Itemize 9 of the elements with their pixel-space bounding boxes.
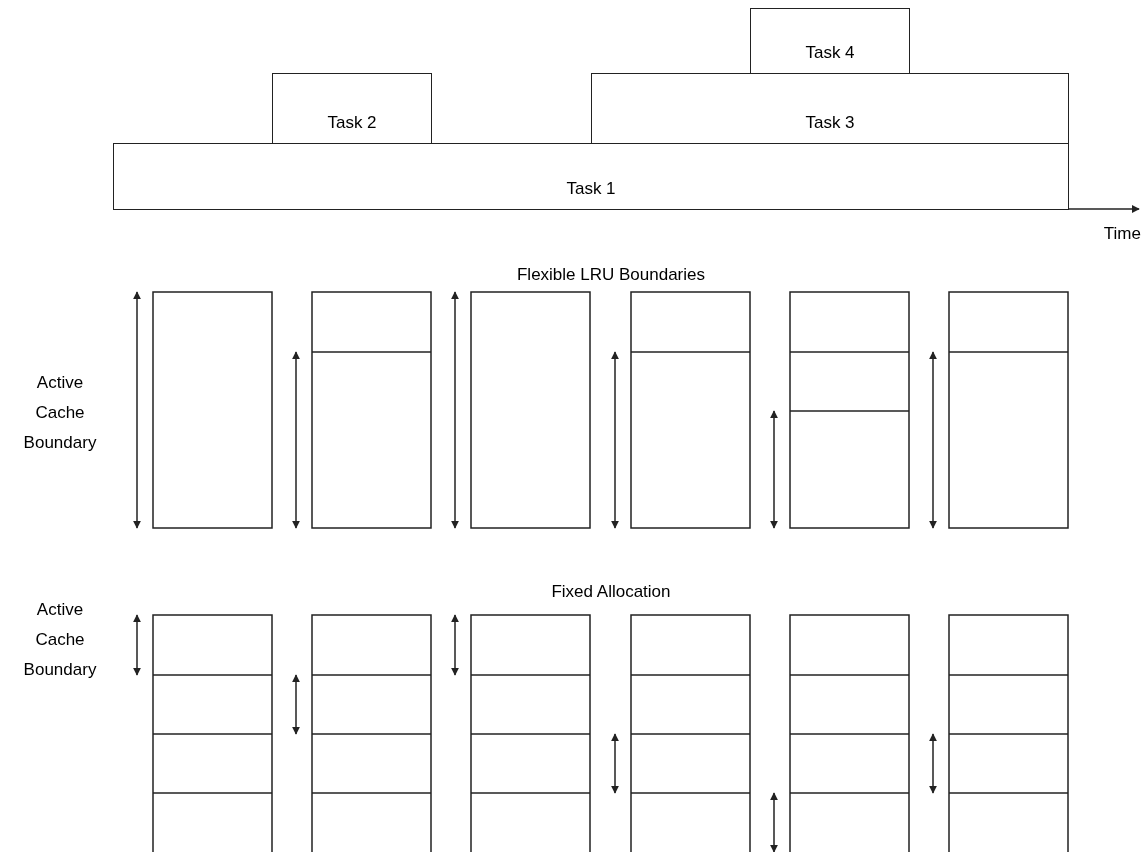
task-box: Task 3 [591,73,1069,144]
diagram-label: Time [1103,223,1141,245]
task-box: Task 1 [113,143,1069,210]
task-box: Task 4 [750,8,910,74]
diagram-label: Fixed Allocation [550,581,672,603]
task-box: Task 2 [272,73,432,144]
diagram-label: Active Cache Boundary [22,372,98,454]
diagram-label: Flexible LRU Boundaries [515,264,706,286]
diagram-label: Active Cache Boundary [22,599,98,681]
